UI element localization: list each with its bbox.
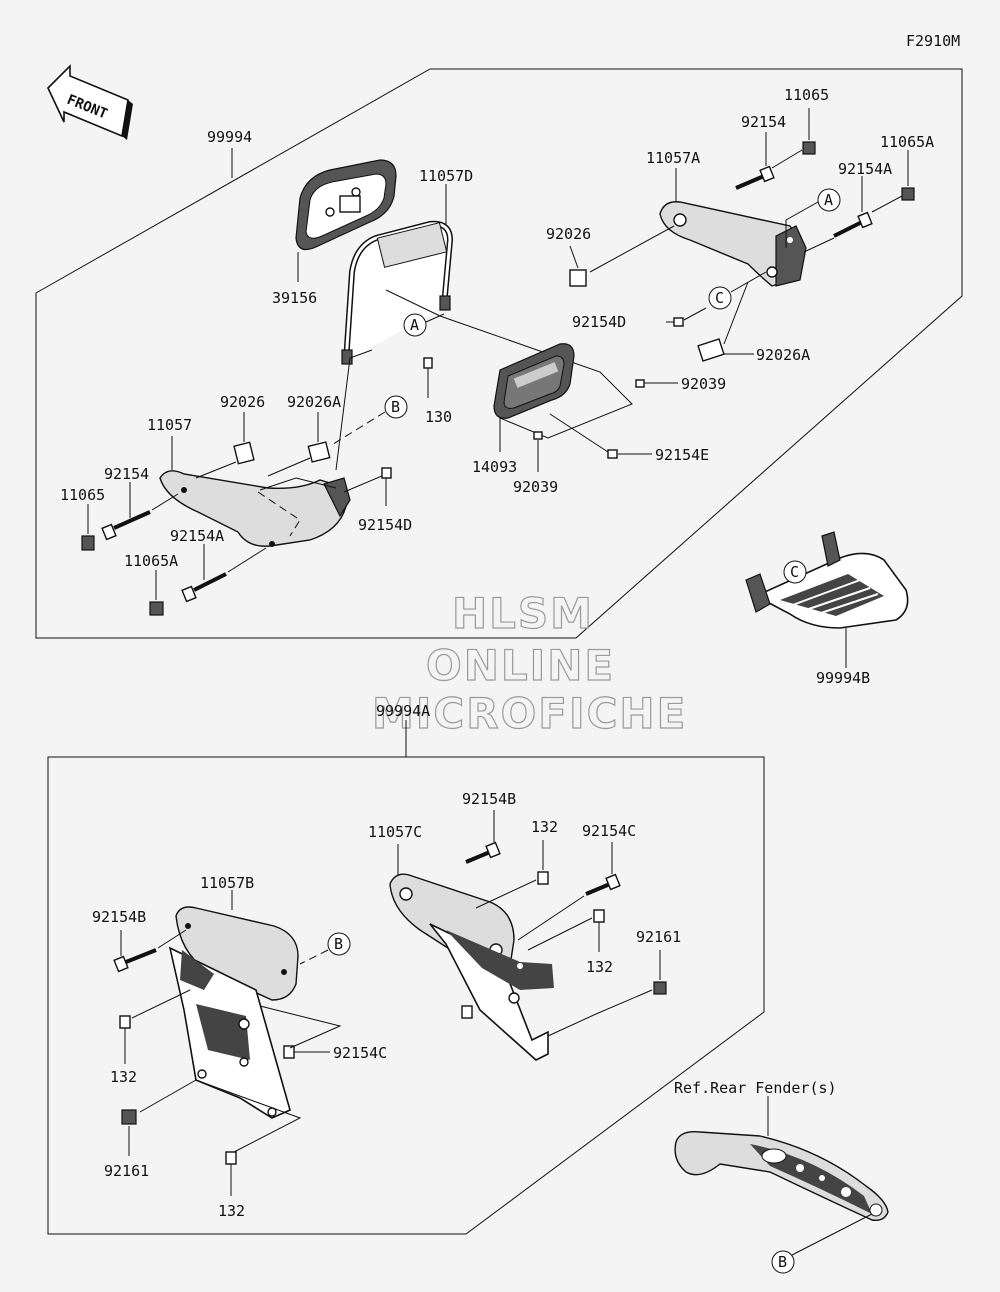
backrest-frame — [341, 220, 454, 365]
bolt-132-bottom — [225, 1151, 237, 1165]
label-collar-right-a: 92026A — [756, 346, 810, 364]
kit-upper-frame — [35, 68, 963, 639]
callout-b-lower: B — [299, 932, 351, 965]
watermark-line-3: MICROFICHE — [372, 689, 687, 738]
label-screw-130: 130 — [425, 408, 452, 426]
label-bolt-a-right: 92154 — [741, 113, 786, 131]
cap-92161-left — [121, 1109, 137, 1125]
svg-text:B: B — [334, 935, 343, 953]
callout-a-frame: A — [403, 313, 445, 337]
svg-text:A: A — [410, 316, 419, 334]
label-bolt-b-right: 92154A — [838, 160, 892, 178]
label-bolt-132-top: 132 — [531, 818, 558, 836]
label-bolt-132-left: 132 — [110, 1068, 137, 1086]
label-screw-d-right: 92154D — [572, 313, 626, 331]
backrest-pad — [295, 159, 397, 251]
screw-92154d-mid — [381, 467, 392, 479]
label-collar-left-a: 92026A — [287, 393, 341, 411]
screw-92154e — [607, 449, 618, 459]
label-screw-d-mid: 92154D — [358, 516, 412, 534]
watermark-line-2: ONLINE — [426, 641, 615, 690]
label-nut-b-left: 11065A — [124, 552, 178, 570]
label-kit-upper: 99994 — [207, 128, 252, 146]
callout-a-bracket: A — [785, 188, 841, 248]
callout-b-fender: B — [771, 1213, 873, 1274]
label-bolt-b-lower-left: 92154B — [92, 908, 146, 926]
svg-text:B: B — [391, 398, 400, 416]
svg-text:A: A — [824, 191, 833, 209]
bolt-132-mid — [593, 909, 605, 923]
label-screw-92039-bottom: 92039 — [513, 478, 558, 496]
callout-c-rack: C — [783, 560, 807, 584]
label-ref-fender: Ref.Rear Fender(s) — [674, 1079, 837, 1097]
nut-11065a-left — [149, 601, 164, 616]
nut-11065-right — [802, 141, 816, 155]
label-kit-rack: 99994B — [816, 669, 870, 687]
label-cap-right: 92161 — [636, 928, 681, 946]
label-emblem: 14093 — [472, 458, 517, 476]
bolt-92154a-right — [833, 211, 873, 238]
bracket-right — [659, 201, 807, 287]
svg-text:C: C — [790, 563, 799, 581]
bolt-92154-left — [101, 510, 151, 541]
label-nut-a-right: 11065 — [784, 86, 829, 104]
label-bolt-132-bottom: 132 — [218, 1202, 245, 1220]
label-nut-a-left: 11065 — [60, 486, 105, 504]
figure-code: F2910M — [906, 32, 960, 50]
bolt-92154-right — [735, 165, 775, 190]
kit-lower-frame — [47, 756, 765, 1235]
nut-11065a-right — [901, 187, 915, 201]
label-bolt-b-left: 92154A — [170, 527, 224, 545]
label-kit-lower: 99994A — [376, 702, 430, 720]
screw-130 — [423, 357, 433, 398]
front-arrow-icon: FRONT — [47, 64, 133, 140]
bracket-left — [159, 470, 351, 547]
label-backrest-frame: 11057D — [419, 167, 473, 185]
watermark-line-1: HLSM — [452, 589, 594, 638]
label-screw-e: 92154E — [655, 446, 709, 464]
bolt-92154b-lower-left — [113, 948, 157, 973]
label-bracket-lower-left: 11057B — [200, 874, 254, 892]
bolt-92154c-upper — [585, 873, 621, 896]
label-collar-right: 92026 — [546, 225, 591, 243]
bolt-92154a-left — [181, 572, 227, 603]
screw-92039-bottom — [533, 431, 543, 440]
luggage-rack — [745, 531, 909, 629]
label-bracket-lower-right: 11057C — [368, 823, 422, 841]
cap-92161-right — [653, 981, 667, 995]
label-cap-left: 92161 — [104, 1162, 149, 1180]
svg-text:B: B — [778, 1253, 787, 1271]
label-bolt-b-upper: 92154B — [462, 790, 516, 808]
collar-92026-left — [233, 441, 255, 465]
label-collar-left: 92026 — [220, 393, 265, 411]
bolt-132-left — [119, 1015, 131, 1029]
collar-92026a-right — [697, 338, 725, 362]
collar-92026a-left — [307, 441, 331, 463]
label-bolt-c-upper: 92154C — [582, 822, 636, 840]
callout-b-upper: B — [329, 395, 408, 447]
label-bolt-c-lower: 92154C — [333, 1044, 387, 1062]
bolt-92154b-upper — [465, 841, 501, 864]
label-bracket-right: 11057A — [646, 149, 700, 167]
collar-92026-right — [569, 269, 587, 287]
label-bolt-132-mid: 132 — [586, 958, 613, 976]
callout-c-bracket: C — [708, 271, 767, 310]
emblem-plate — [493, 343, 575, 419]
screw-92039-right — [635, 379, 645, 388]
label-pad: 39156 — [272, 289, 317, 307]
bracket-lower-left — [168, 906, 299, 1119]
label-nut-b-right: 11065A — [880, 133, 934, 151]
bolt-92154c-lower — [283, 1045, 330, 1059]
screw-92154d-right — [673, 317, 684, 327]
bolt-132-top — [537, 871, 549, 885]
nut-11065-left — [81, 535, 95, 551]
rear-fender — [674, 1131, 889, 1222]
label-screw-92039-right: 92039 — [681, 375, 726, 393]
bracket-lower-right — [389, 873, 554, 1061]
label-bracket-left: 11057 — [147, 416, 192, 434]
svg-text:C: C — [715, 289, 724, 307]
label-bolt-a-left: 92154 — [104, 465, 149, 483]
